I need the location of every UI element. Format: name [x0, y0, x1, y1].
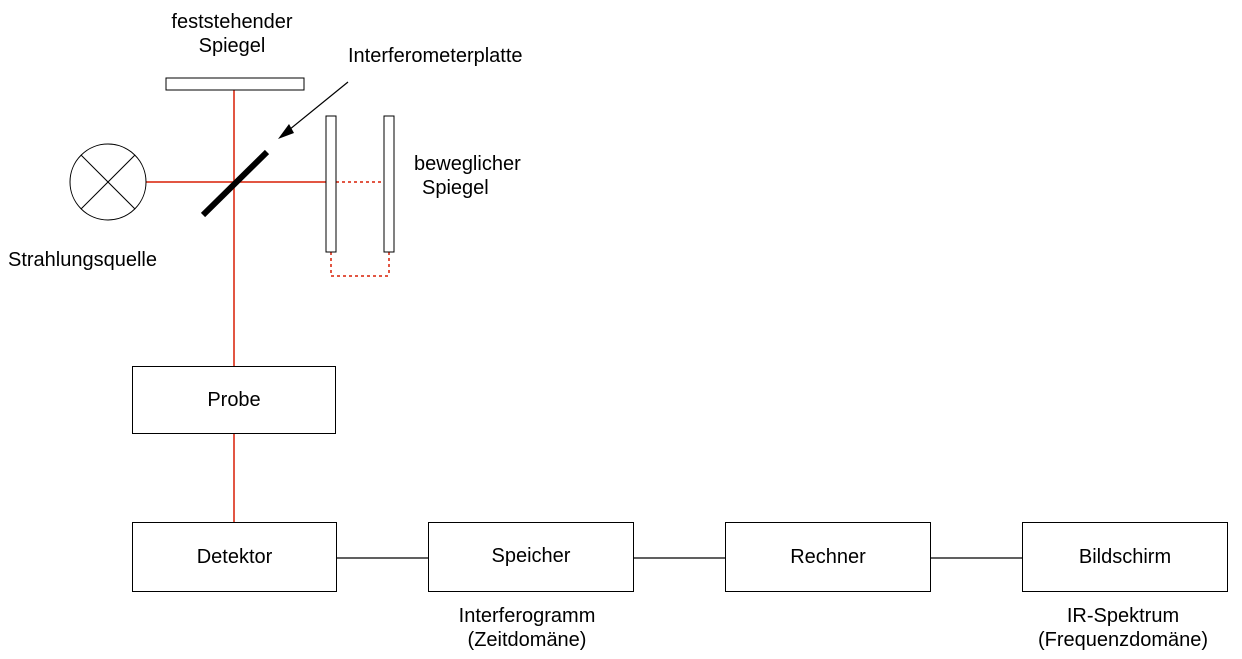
screen-box-label: Bildschirm — [1078, 545, 1172, 568]
movable-mirror-position-2 — [383, 115, 395, 253]
detector-box-label: Detektor — [196, 545, 273, 568]
lamp-crossed-circle-icon — [69, 143, 147, 221]
fixed-mirror-label: feststehender Spiegel — [171, 10, 292, 58]
interferogram-caption-line-2: (Zeitdomäne) — [467, 629, 587, 651]
fixed-mirror — [165, 77, 305, 91]
spectrum-caption-line-1: IR-Spektrum — [1066, 605, 1180, 627]
computer-box: Rechner — [725, 522, 931, 592]
beam-splitter-arrow — [283, 81, 349, 135]
beam-splitter-arrowhead — [278, 124, 294, 139]
detector-box: Detektor — [132, 522, 337, 592]
fixed-mirror-label-line-1: feststehender — [171, 11, 293, 33]
beam-splitter-label: Interferometerplatte — [348, 45, 523, 67]
movable-mirror-label-line-2: Spiegel — [422, 177, 489, 199]
computer-box-label: Rechner — [790, 545, 866, 568]
screen-box: Bildschirm — [1022, 522, 1228, 592]
movable-mirror-label-line-1: beweglicher — [414, 153, 521, 175]
spectrum-caption: IR-Spektrum (Frequenzdomäne) — [1038, 604, 1208, 652]
interferogram-caption: Interferogramm (Zeitdomäne) — [459, 604, 596, 652]
sample-box: Probe — [132, 366, 336, 434]
movable-mirror-position-1 — [325, 115, 337, 253]
memory-box-label: Speicher — [491, 545, 571, 567]
source-label: Strahlungsquelle — [8, 249, 157, 271]
movable-mirror-label: beweglicher Spiegel — [414, 152, 521, 200]
interferogram-caption-line-1: Interferogramm — [458, 605, 596, 627]
sample-box-label: Probe — [207, 388, 261, 411]
fixed-mirror-label-line-2: Spiegel — [198, 35, 266, 57]
beam-splitter-plate — [200, 149, 270, 218]
spectrum-caption-line-2: (Frequenzdomäne) — [1037, 629, 1209, 651]
memory-box: Speicher — [428, 522, 634, 592]
